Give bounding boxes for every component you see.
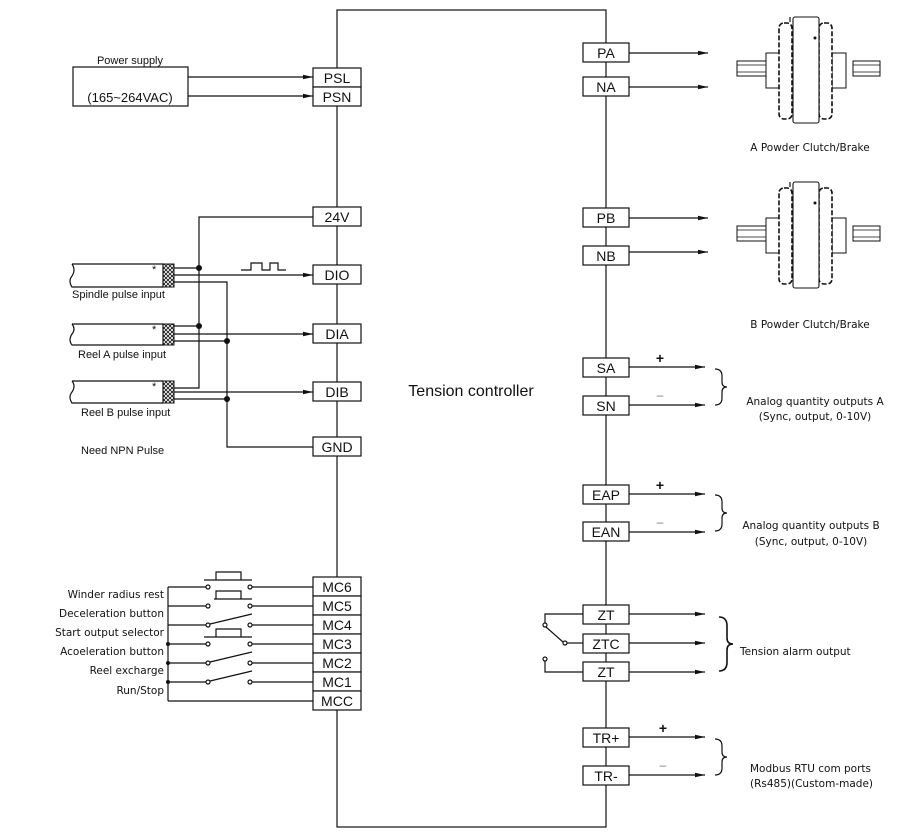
powder-clutch-b-icon: [736, 181, 881, 289]
reel-a-star: *: [152, 324, 157, 336]
switch-label-acceleration: Acoeleration button: [60, 646, 164, 658]
sa-plus-sign: +: [656, 350, 664, 366]
terminal-tr-plus-label: TR+: [593, 730, 620, 746]
junction-dot: [196, 265, 202, 271]
terminal-tr-minus-label: TR-: [594, 768, 618, 784]
controller-body: [336, 9, 607, 828]
powder-clutch-a-icon: [736, 16, 881, 124]
switch-label-winder-radius-rest: Winder radius rest: [68, 589, 164, 601]
terminal-nb-label: NB: [596, 248, 615, 264]
terminal-dio-label: DIO: [325, 267, 350, 283]
terminal-mc2-label: MC2: [322, 655, 352, 671]
terminal-mc3-label: MC3: [322, 636, 352, 652]
switch-mc5: [168, 590, 313, 609]
junction-dot: [224, 396, 230, 402]
alarm-label: Tension alarm output: [739, 646, 851, 658]
junction-dot: [196, 323, 202, 329]
modbus-label-line1: Modbus RTU com ports: [750, 763, 871, 775]
switch-inputs: Winder radius rest Deceleration button S…: [55, 571, 313, 702]
modbus-label-line2: (Rs485)(Custom-made): [750, 778, 873, 790]
controller-title: Tension controller: [408, 383, 534, 400]
terminal-pb-label: PB: [597, 210, 616, 226]
brace-analog-b: [714, 494, 728, 532]
switch-mc2: [166, 651, 313, 666]
brace-alarm: [718, 616, 734, 672]
terminal-na-label: NA: [596, 79, 616, 95]
reel-a-label: Reel A pulse input: [78, 349, 166, 361]
spindle-cable: [69, 263, 164, 288]
left-terminals: PSL PSN 24V DIO DIA DIB GND MC6 MC5 MC4 …: [312, 67, 362, 711]
switch-label-reel-exchange: Reel excharge: [90, 665, 164, 677]
power-supply: Power supply (165~264VAC): [72, 55, 313, 107]
reel-b-star: *: [152, 381, 157, 393]
terminal-pa-label: PA: [597, 45, 615, 61]
right-terminals: PA NA PB NB SA SN EAP EAN ZT ZTC ZT TR+ …: [582, 42, 630, 786]
analog-b-label-line1: Analog quantity outputs B: [742, 520, 879, 532]
switch-mc1: [166, 670, 313, 685]
analog-b-label-line2: (Sync, output, 0-10V): [755, 536, 868, 548]
terminal-mcc-label: MCC: [321, 693, 353, 709]
terminal-zt-2-label: ZT: [597, 664, 615, 680]
analog-a-label-line1: Analog quantity outputs A: [746, 396, 884, 408]
eap-plus-sign: +: [656, 477, 664, 493]
ean-minus-sign: –: [657, 515, 664, 529]
reel-b-cable: [69, 380, 164, 404]
terminal-ztc-label: ZTC: [592, 636, 619, 652]
terminal-zt-1-label: ZT: [597, 607, 615, 623]
spindle-star: *: [152, 264, 157, 276]
spindle-label: Spindle pulse input: [72, 289, 165, 301]
reel-b-cable-shield: [162, 380, 175, 404]
terminal-mc5-label: MC5: [322, 598, 352, 614]
brace-modbus: [714, 738, 728, 776]
terminal-psn-label: PSN: [323, 89, 352, 105]
terminal-sa-label: SA: [597, 360, 616, 376]
terminal-dia-label: DIA: [325, 326, 349, 342]
clutch-a-label: A Powder Clutch/Brake: [750, 142, 869, 154]
terminal-mc6-label: MC6: [322, 579, 352, 595]
alarm-relay-contact: [542, 613, 583, 673]
switch-label-deceleration: Deceleration button: [59, 608, 164, 620]
wire-24v-bus: [174, 216, 313, 389]
terminal-psl-label: PSL: [324, 70, 351, 86]
clutch-b-label: B Powder Clutch/Brake: [750, 319, 869, 331]
terminal-nb: [582, 245, 630, 266]
terminal-mc4-label: MC4: [322, 617, 352, 633]
pulse-waveform-icon: [241, 262, 286, 271]
switch-mc4: [168, 613, 313, 628]
power-supply-box: [72, 66, 189, 107]
reel-a-cable-shield: [162, 323, 175, 346]
wire-gnd-bus: [174, 281, 313, 448]
terminal-mc1-label: MC1: [322, 674, 352, 690]
terminal-sn-label: SN: [596, 398, 615, 414]
output-wires: + – + – + –: [542, 50, 708, 778]
terminal-24v-label: 24V: [325, 209, 351, 225]
terminal-gnd-label: GND: [321, 439, 352, 455]
switch-label-run-stop: Run/Stop: [116, 685, 164, 697]
power-supply-title: Power supply: [97, 55, 164, 67]
power-supply-voltage: (165~264VAC): [87, 90, 172, 105]
switch-mc3: [166, 628, 313, 647]
pulse-inputs: * Spindle pulse input * Reel A pulse inp…: [69, 216, 313, 457]
tr-minus-sign: –: [660, 758, 667, 772]
reel-b-label: Reel B pulse input: [81, 407, 170, 419]
analog-a-label-line2: (Sync, output, 0-10V): [759, 411, 872, 423]
terminal-dib-label: DIB: [325, 384, 348, 400]
brace-analog-a: [714, 368, 728, 406]
npn-note: Need NPN Pulse: [81, 445, 164, 457]
sn-minus-sign: –: [657, 388, 664, 402]
terminal-eap-label: EAP: [592, 487, 620, 503]
tr-plus-sign: +: [659, 720, 667, 736]
spindle-cable-shield: [162, 263, 175, 288]
junction-dot: [224, 338, 230, 344]
switch-label-start-output-selector: Start output selector: [55, 627, 165, 639]
terminal-ean-label: EAN: [592, 524, 621, 540]
switch-mc6: [168, 571, 313, 590]
reel-a-cable: [69, 323, 164, 346]
